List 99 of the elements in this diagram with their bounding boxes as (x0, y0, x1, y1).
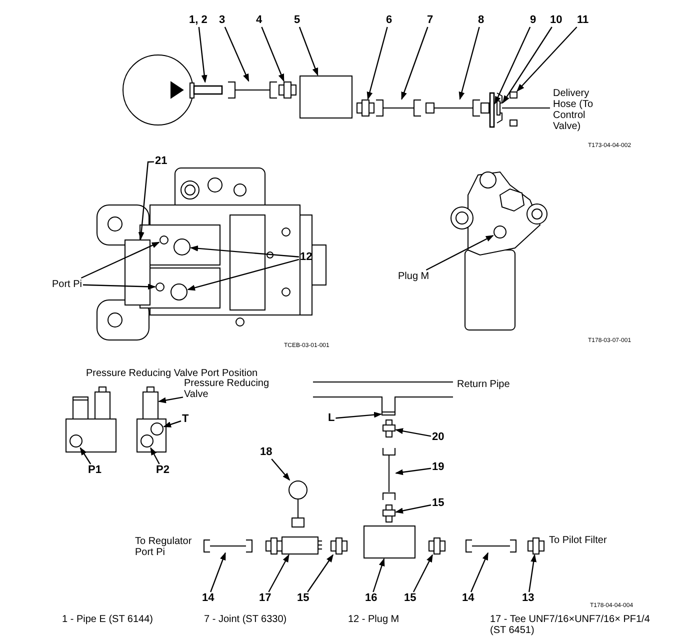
leader-line (187, 258, 300, 291)
leader-line (190, 245, 300, 258)
callout-number: 15 (404, 593, 416, 604)
leader-line (502, 26, 552, 104)
flange (496, 92, 502, 124)
destination-label: Delivery Hose (To Control Valve) (553, 88, 594, 132)
callout-number: 15 (432, 498, 444, 509)
port (156, 282, 164, 292)
callout-number: P2 (156, 465, 170, 476)
callout-number: T (182, 414, 189, 425)
parts-list-item: 1 - Pipe E (ST 6144) (62, 614, 153, 625)
callout-label: Plug M (398, 271, 430, 282)
fitting (382, 420, 396, 438)
control-box (300, 76, 352, 118)
leader-line (198, 26, 208, 83)
callout-number: 8 (478, 15, 484, 26)
leader-line (210, 552, 226, 592)
leader-line (150, 447, 160, 464)
part-label: Return Pipe (457, 379, 510, 390)
parts-list-item: 7 - Joint (ST 6330) (204, 614, 287, 625)
leader-line (372, 558, 385, 592)
callout-number: 19 (432, 462, 444, 473)
leader-line (271, 458, 290, 481)
leader-line (80, 447, 92, 464)
leader-line (268, 554, 290, 592)
fitting (382, 504, 396, 522)
leader-line (366, 26, 388, 100)
callout-number: 7 (427, 15, 434, 26)
callout-number: 20 (432, 432, 444, 443)
fitting (428, 538, 446, 554)
callout-label: Pressure Reducing Valve (184, 378, 274, 400)
callout-number: 16 (365, 593, 378, 604)
fitting (528, 538, 544, 554)
bolt (510, 92, 518, 98)
callout-number: 10 (550, 15, 562, 26)
leader-line (82, 284, 156, 290)
leader-line (395, 504, 432, 514)
gauge (288, 480, 308, 500)
leader-line (395, 468, 432, 476)
hose (466, 540, 516, 552)
callout-number: 3 (219, 15, 226, 26)
leader-line (298, 26, 318, 76)
callout-number: P1 (88, 465, 102, 476)
plug (170, 284, 188, 300)
valve (142, 386, 158, 420)
hose (376, 100, 422, 116)
callout-label: Port Pi (52, 279, 82, 290)
leader-line (395, 428, 432, 437)
leader-line (470, 552, 488, 592)
callout-number: 18 (260, 447, 272, 458)
port (160, 236, 168, 244)
figure-title: Pressure Reducing Valve Port Position (86, 368, 258, 379)
destination-label: To Regulator Port Pi (135, 536, 193, 558)
callout-number: 4 (256, 15, 262, 26)
port (382, 412, 396, 416)
leader-line (307, 554, 334, 592)
leader-line (80, 242, 160, 279)
callout-number: 5 (294, 15, 300, 26)
leader-line (494, 26, 531, 104)
plug (174, 238, 190, 256)
callout-number: 14 (202, 593, 214, 604)
pipe (190, 82, 223, 98)
hose (204, 540, 252, 552)
callout-number: 11 (577, 15, 589, 26)
leader-line (163, 420, 182, 428)
leader-line (224, 26, 250, 82)
fitting (356, 100, 374, 116)
leader-line (516, 26, 578, 92)
destination-label: To Pilot Filter (549, 535, 607, 546)
fitting (278, 82, 296, 98)
callout-number: 14 (462, 593, 474, 604)
callout-number: 15 (297, 593, 310, 604)
parts-list-item: 17 - Tee UNF7/16×UNF7/16× PF1/4 (ST 6451) (490, 614, 651, 636)
leader-line (412, 554, 433, 592)
leader-line (336, 412, 382, 419)
hose (426, 100, 490, 116)
hose (228, 82, 278, 98)
hose (382, 448, 396, 500)
callout-number: L (328, 413, 335, 424)
leader-line (261, 26, 284, 82)
block (364, 526, 416, 558)
leader-line (458, 26, 480, 100)
parts-list-item: 12 - Plug M (348, 614, 400, 625)
leader-line (528, 554, 537, 592)
callout-number: 1, 2 (189, 15, 208, 26)
callout-number: 21 (155, 156, 168, 167)
plate (489, 92, 495, 128)
leader-line (426, 235, 494, 271)
pump-part (124, 240, 150, 306)
fitting (330, 538, 348, 554)
tee (266, 536, 322, 554)
callout-number: 6 (386, 15, 392, 26)
leader-line (401, 26, 428, 100)
callout-number: 13 (522, 593, 534, 604)
callout-number: 17 (259, 593, 272, 604)
leader-line (158, 396, 184, 404)
leader-line (138, 161, 154, 240)
callout-number: 9 (530, 15, 536, 26)
callout-number: 12 (300, 252, 312, 263)
